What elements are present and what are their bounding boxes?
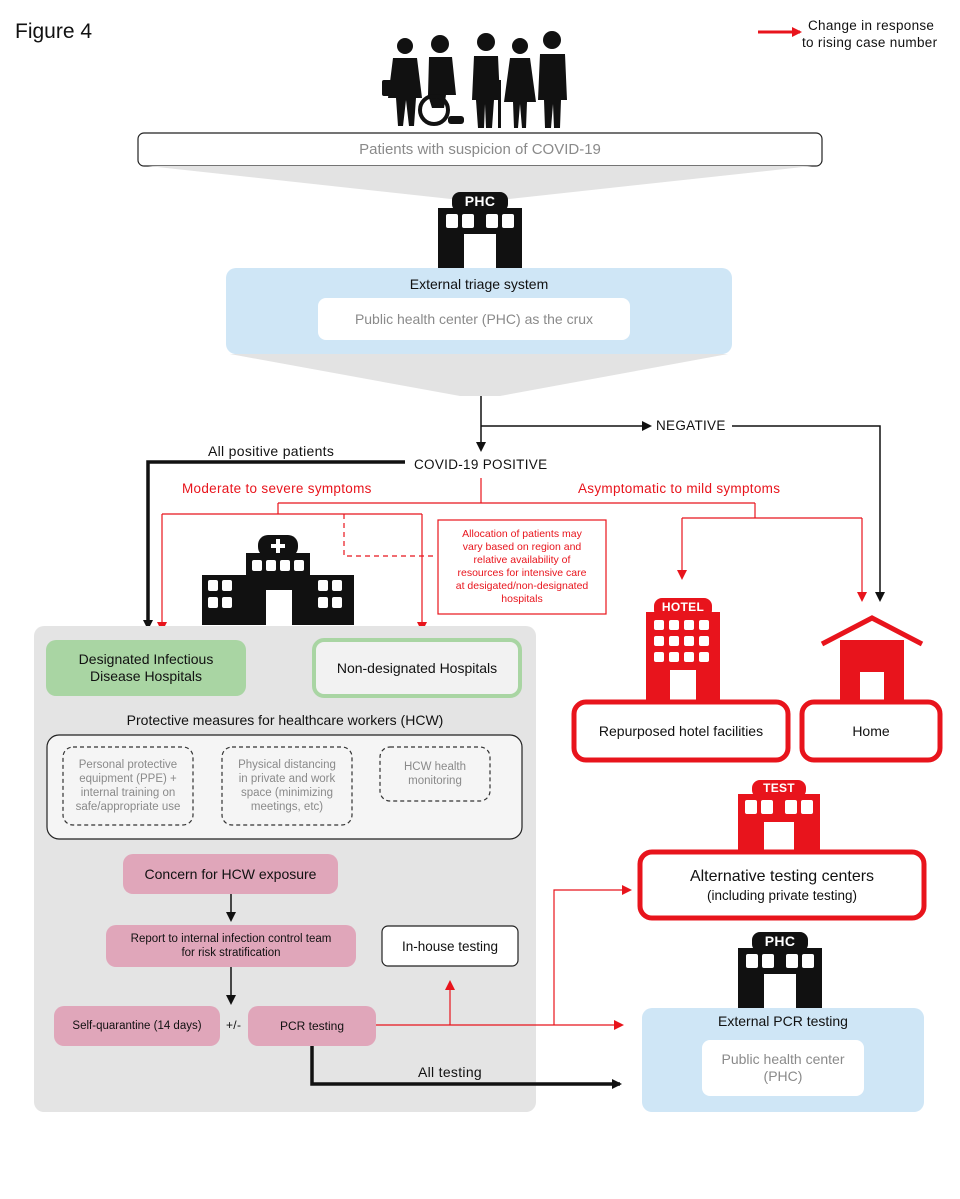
pcr-testing-box [248,1006,376,1046]
phc-badge: PHC [464,193,496,209]
designated-line: Designated Infectious [78,651,214,667]
home-icon [820,615,924,702]
ppe-line: internal training on [80,787,176,799]
self-quarantine-box [54,1006,220,1046]
designated-hospitals-label: Designated Infectious Disease Hospitals [46,640,246,696]
external-pcr-inner: Public health center (PHC) [702,1040,864,1096]
report-line: for risk stratification [181,947,281,959]
external-pcr-title: External PCR testing [718,1013,848,1029]
alt-testing-label: Alternative testing centers (including p… [640,852,924,918]
monitoring-line: HCW health [404,761,466,773]
funnel-shape [148,166,812,200]
concern-label: Concern for HCW exposure [144,866,317,882]
inhouse-label: In-house testing [401,938,499,954]
hotel-building-icon [646,598,720,702]
distancing-line: space (minimizing [240,787,334,799]
hotel-badge: HOTEL [661,600,705,614]
funnel-shape-2 [230,354,728,396]
legend-text-1: Change in response [808,18,935,33]
positive-label: COVID-19 POSITIVE [414,457,548,472]
allocation-note-line: resources for intensive care [457,567,587,579]
external-pcr-inner-line: Public health center [721,1051,845,1067]
mild-label: Asymptomatic to mild symptoms [578,481,781,496]
figure-label: Figure 4 [15,20,93,43]
report-label: Report to internal infection control tea… [106,925,356,967]
distancing-text: Physical distancing in private and work … [222,747,352,825]
triage-inner: Public health center (PHC) as the crux [354,311,594,327]
report-line: Report to internal infection control tea… [130,933,332,945]
inhouse-testing-box [381,925,519,967]
allocation-note-line: relative availability of [473,554,571,566]
legend-text-2: to rising case number [802,35,938,50]
ppe-line: safe/appropriate use [75,801,181,813]
distancing-line: Physical distancing [238,759,336,771]
ppe-box [62,746,194,826]
alt-testing-line1: Alternative testing centers [689,867,875,885]
distancing-line: in private and work [238,773,336,785]
moderate-label: Moderate to severe symptoms [182,481,372,496]
distancing-line: meetings, etc) [250,801,324,813]
non-designated-hospitals-label: Non-designated Hospitals [336,660,498,676]
test-badge: TEST [763,781,795,795]
designated-line: Disease Hospitals [89,668,203,684]
ppe-line: Personal protective [78,759,178,771]
patients-label: Patients with suspicion of COVID-19 [359,141,601,158]
monitoring-text: HCW health monitoring [380,747,490,801]
phc-building-icon [438,192,522,268]
ppe-line: equipment (PPE) + [79,773,177,785]
pcr-label: PCR testing [279,1019,345,1033]
hotel-box [571,699,791,763]
allocation-note: Allocation of patients may vary based on… [438,528,606,606]
external-pcr-inner-line: (PHC) [763,1068,803,1084]
ppe-text: Personal protective equipment (PPE) + in… [63,747,193,825]
phc-badge-2: PHC [764,933,796,949]
triage-inner-box [318,298,630,340]
monitoring-box [379,746,491,802]
non-designated-hospitals-box [312,638,522,698]
alt-testing-line2: (including private testing) [706,887,858,903]
home-label: Home [852,723,890,739]
concern-box [123,854,338,894]
people-silhouettes-icon [382,31,567,128]
allocation-note-box [437,519,607,615]
hospital-building-icon [202,535,354,625]
hcw-measures-box [46,734,523,840]
phc-building-icon [738,932,822,1008]
allocation-note-line: hospitals [501,593,543,605]
negative-label: NEGATIVE [656,418,726,433]
alt-testing-box [637,849,927,921]
test-building-icon [738,780,820,852]
hotel-label: Repurposed hotel facilities [598,723,764,739]
triage-title: External triage system [409,276,549,292]
report-box [106,925,356,967]
allocation-note-line: vary based on region and [462,541,582,553]
external-pcr-inner-box [702,1040,864,1096]
plusminus-label: +/- [226,1018,242,1032]
hcw-title: Protective measures for healthcare worke… [126,712,444,728]
allocation-note-line: Allocation of patients may [462,528,582,540]
designated-hospitals-box [46,640,246,696]
all-testing-label: All testing [418,1064,482,1080]
distancing-box [221,746,353,826]
monitoring-line: monitoring [408,775,462,787]
selfq-label: Self-quarantine (14 days) [72,1020,202,1032]
allocation-note-line: at desigated/non-designated [455,580,589,592]
home-box [799,699,943,763]
all-positive-label: All positive patients [208,443,335,459]
